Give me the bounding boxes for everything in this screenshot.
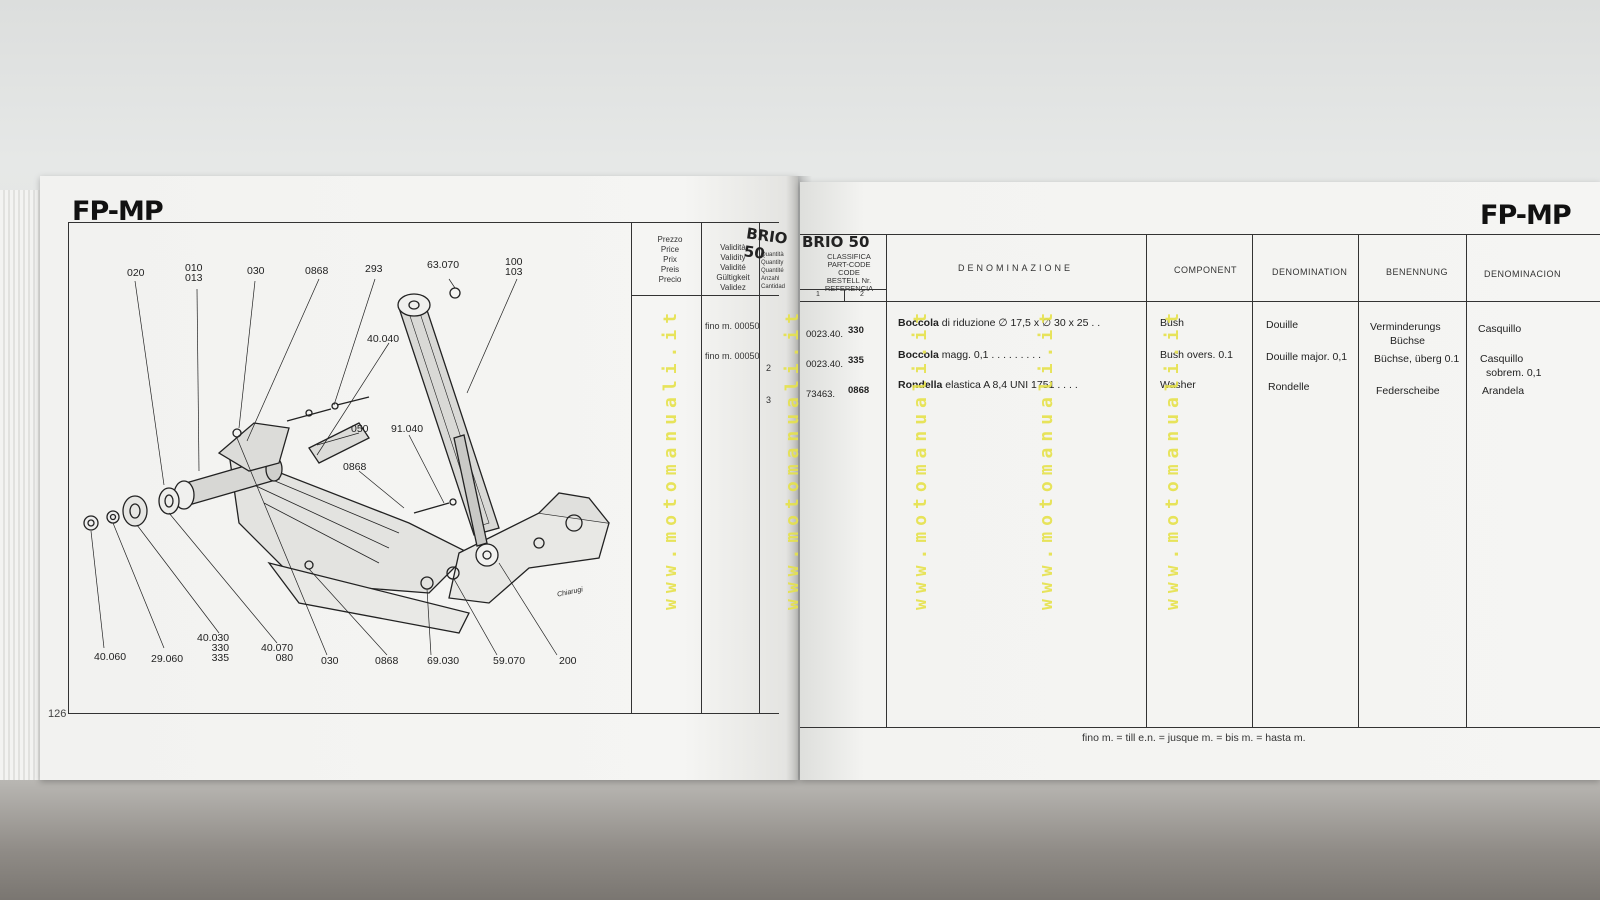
right-code-title: FP-MP xyxy=(1480,200,1572,231)
right-page: FP-MP BRIO 50 CLASSIFICA PART-CODE CODE … xyxy=(800,182,1600,780)
callout-label: 020 xyxy=(127,267,145,279)
page-number: 126 xyxy=(48,708,67,720)
watermark: www.motomanuali.it xyxy=(782,306,803,610)
footer-legend: fino m. = till e.n. = jusque m. = bis m.… xyxy=(1082,732,1306,744)
callout-label: 40.040 xyxy=(367,333,400,345)
left-page: FP-MP BRIO 50 Prezzo Price Prix Preis Pr… xyxy=(40,176,798,780)
callout-label: 0868 xyxy=(343,461,367,473)
denominazione-header: DENOMINAZIONE xyxy=(958,263,1074,273)
callout-label: 050 xyxy=(351,423,369,435)
right-model-label: BRIO 50 xyxy=(802,233,870,251)
callout-label: 030 xyxy=(321,655,339,667)
callout-label: 010 013 xyxy=(185,262,203,284)
classification-header: CLASSIFICA PART-CODE CODE BESTELL Nr. RE… xyxy=(824,252,874,293)
callout-label: 29.060 xyxy=(151,653,184,665)
callout-label: 0868 xyxy=(305,265,329,277)
left-frame: BRIO 50 Prezzo Price Prix Preis Precio V… xyxy=(68,222,789,714)
callout-label: 0868 xyxy=(375,655,399,667)
left-code-title: FP-MP xyxy=(72,196,164,227)
callout-label: 69.030 xyxy=(427,655,460,667)
validity-header: Validità Validity Validité Gültigkeit Va… xyxy=(716,243,750,292)
callout-label: 030 xyxy=(247,265,265,277)
callout-label: 91.040 xyxy=(391,423,424,435)
callout-label: 200 xyxy=(559,655,577,667)
callout-label: 40.060 xyxy=(94,651,127,663)
callout-label: 293 xyxy=(365,263,383,275)
benennung-header: BENENNUNG xyxy=(1386,267,1449,277)
page-stack-edge xyxy=(0,190,41,780)
component-header: COMPONENT xyxy=(1174,265,1237,275)
watermark: www.motomanuali.it xyxy=(1036,306,1057,610)
denominacion-header: DENOMINACION xyxy=(1484,269,1562,279)
denomination-header: DENOMINATION xyxy=(1272,267,1348,277)
callout-label: 59.070 xyxy=(493,655,526,667)
suspension-exploded-diagram xyxy=(83,278,610,656)
validity-row: fino m. 00050 xyxy=(705,321,760,331)
parts-table: BRIO 50 CLASSIFICA PART-CODE CODE BESTEL… xyxy=(800,233,1600,728)
price-header: Prezzo Price Prix Preis Precio xyxy=(657,235,683,284)
table-surface xyxy=(0,780,1600,900)
watermark: www.motomanuali.it xyxy=(1162,306,1183,610)
watermark: www.motomanuali.it xyxy=(910,306,931,610)
quantity-row: 2 xyxy=(766,363,772,373)
watermark: www.motomanuali.it xyxy=(660,306,681,610)
quantity-header: Quantità Quantity Quantité Anzahl Cantid… xyxy=(761,252,786,290)
quantity-row: 3 xyxy=(766,395,772,405)
callout-label: 40.030 330 335 xyxy=(197,632,230,664)
callout-label: 63.070 xyxy=(427,259,460,271)
callout-label: 100 103 xyxy=(505,256,523,278)
validity-row: fino m. 00050 xyxy=(705,351,760,361)
callout-label: 40.070 080 xyxy=(261,642,294,664)
